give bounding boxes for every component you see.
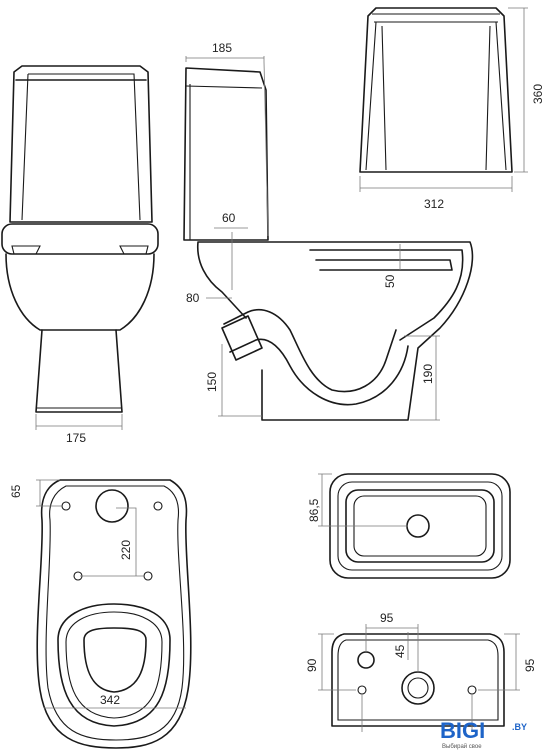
tank-bottom-inner [337, 639, 499, 721]
dim-190-label: 190 [421, 364, 435, 384]
tank-outline [359, 7, 513, 173]
front-hinge-left [11, 245, 41, 255]
top-dim-220 [80, 507, 144, 577]
top-outline [36, 479, 192, 749]
top-mount-hole-right [153, 501, 163, 511]
tank-bottom-dim-90 [318, 633, 356, 691]
front-bowl [5, 253, 155, 331]
tank-top-view: 86,5 [307, 473, 511, 579]
dim-220-label: 220 [119, 540, 133, 560]
front-dim-175-line [35, 414, 123, 430]
logo-brand: BIGI [440, 718, 485, 743]
front-pedestal [35, 329, 123, 413]
top-seat-hole-right [143, 571, 153, 581]
front-tank-inner [21, 73, 141, 221]
bigi-logo: BIGI .BY Выбирай свое [440, 718, 527, 750]
tank-inner [365, 21, 507, 171]
logo-suffix: .BY [512, 722, 527, 732]
dim-360-label: 360 [531, 84, 544, 104]
side-dim-150 [218, 344, 262, 417]
side-body [197, 241, 474, 421]
dim-95-right-label: 95 [523, 658, 537, 672]
tank-bottom-flush-hole [401, 671, 435, 705]
dim-45-label: 45 [393, 644, 407, 658]
tank-bottom-view: 95 45 90 95 [305, 611, 537, 732]
tank-bottom-outer [331, 633, 505, 727]
side-tank [183, 67, 269, 241]
tank-bottom-fill-hole [357, 651, 375, 669]
dim-86-5-label: 86,5 [307, 498, 321, 522]
dim-175-label: 175 [66, 431, 86, 445]
dim-80-label: 80 [186, 291, 200, 305]
dim-312-label: 312 [424, 197, 444, 211]
dim-50-label: 50 [383, 274, 397, 288]
side-trap [223, 308, 409, 406]
side-dim-190 [404, 335, 440, 421]
tank-bottom-flush-hole-inner [407, 677, 429, 699]
dim-90-label: 90 [305, 658, 319, 672]
dim-60-label: 60 [222, 211, 236, 225]
top-outline-inner [45, 485, 185, 741]
dim-342-label: 342 [100, 693, 120, 707]
front-hinge-right [119, 245, 149, 255]
top-dim-65 [36, 479, 62, 507]
side-dim-185 [185, 56, 269, 237]
tank-bottom-dim-95-top [365, 624, 419, 672]
dim-95-top-label: 95 [380, 611, 394, 625]
tank-top-dim-86-5 [318, 473, 408, 527]
side-outlet [221, 315, 263, 361]
seat-opening [83, 627, 147, 693]
top-flush-hole [95, 489, 129, 523]
tank-bottom-dim-95-right [478, 633, 520, 691]
dim-150-label: 150 [205, 372, 219, 392]
front-seat-band [1, 223, 159, 255]
logo-tagline: Выбирай свое [442, 743, 482, 750]
dim-185-label: 185 [212, 41, 232, 55]
tank-bottom-dim-bolts [361, 694, 473, 732]
front-tank-outline [9, 65, 153, 223]
seat-inner [65, 611, 163, 719]
tank-top-drain [406, 514, 430, 538]
tank-bottom-bolt-right [467, 685, 477, 695]
tank-bottom-bolt-left [357, 685, 367, 695]
tank-view: 312 360 [359, 7, 544, 211]
seat-outer [57, 603, 171, 727]
front-view: 175 [1, 65, 159, 445]
top-view: 65 220 342 [9, 479, 192, 749]
side-bowl-inner [309, 249, 464, 341]
dim-65-label: 65 [9, 484, 23, 498]
tank-dim-360 [508, 7, 528, 173]
side-view: 185 60 80 50 150 190 [183, 41, 474, 421]
tank-dim-312 [359, 176, 513, 192]
side-tank-inner [185, 84, 263, 240]
top-mount-hole-left [61, 501, 71, 511]
side-dim-60 [214, 227, 248, 290]
